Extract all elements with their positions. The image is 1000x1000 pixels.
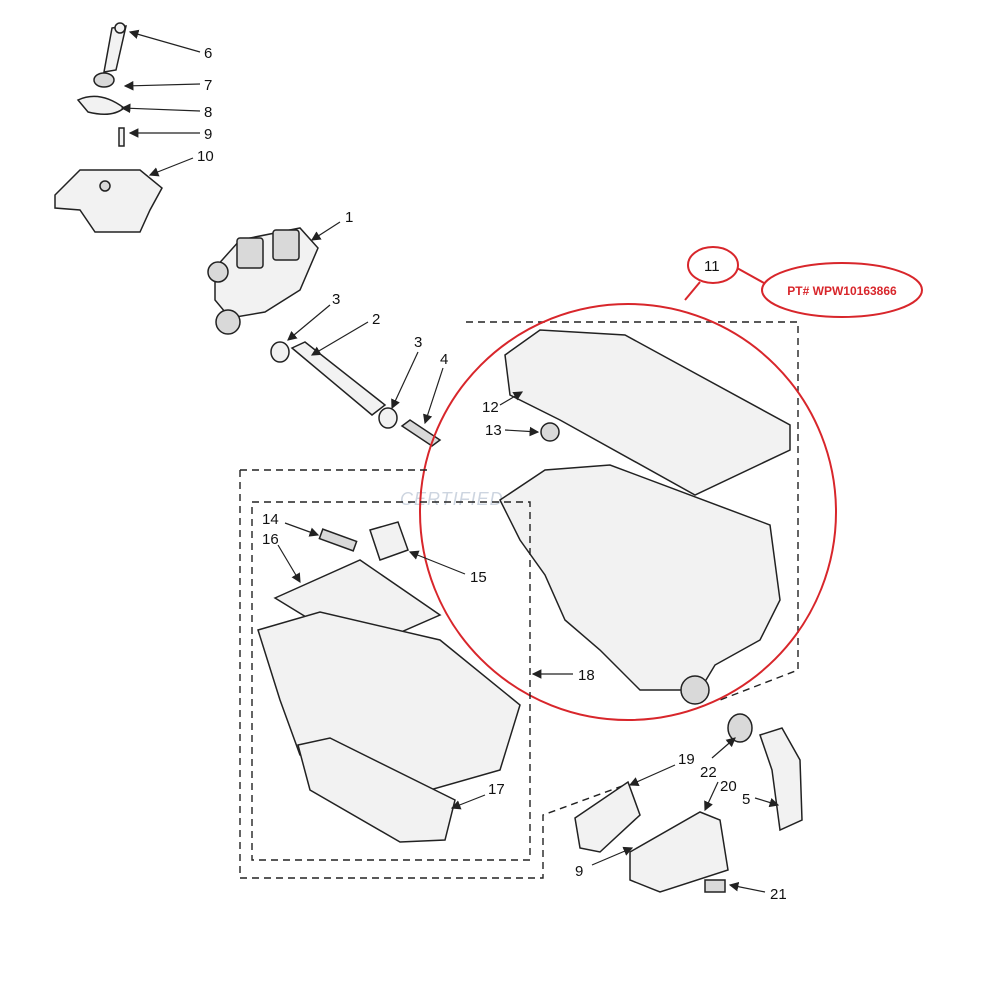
part-15-siphon[interactable] <box>369 521 409 561</box>
callout-5: 5 <box>742 791 750 808</box>
callout-15: 15 <box>470 569 487 586</box>
part-number-badge[interactable] <box>761 262 923 318</box>
dispenser-drawer[interactable] <box>257 521 521 843</box>
part-2-hose[interactable] <box>290 341 387 416</box>
highlight-callout-circle <box>687 246 739 284</box>
part-19-bracket[interactable] <box>574 780 641 853</box>
callout-20: 20 <box>720 778 737 795</box>
callout-16: 16 <box>262 531 279 548</box>
callout-13: 13 <box>485 422 502 439</box>
highlight-callout-number: 11 <box>704 258 720 275</box>
part-number-text: PT# WPW10163866 <box>787 284 897 298</box>
part-9-screw[interactable] <box>118 127 125 147</box>
part-1-valve[interactable] <box>214 227 319 319</box>
callout-3: 3 <box>414 334 422 351</box>
part-13-nozzle[interactable] <box>540 422 560 442</box>
callout-1: 1 <box>345 209 353 226</box>
part-7-bushing[interactable] <box>93 72 115 88</box>
leader-lines <box>120 29 780 893</box>
callout-6: 6 <box>204 45 212 62</box>
housing-cover[interactable] <box>504 329 791 496</box>
callout-7: 7 <box>204 77 212 94</box>
callout-19: 19 <box>678 751 695 768</box>
callout-21: 21 <box>770 886 787 903</box>
part-5-elbow[interactable] <box>759 727 803 832</box>
highlight-circle <box>419 303 837 721</box>
callout-4: 4 <box>440 351 448 368</box>
part-21-tab[interactable] <box>704 879 726 893</box>
lower-right-parts[interactable] <box>574 713 803 893</box>
callout-2: 2 <box>372 311 380 328</box>
callout-9: 9 <box>575 863 583 880</box>
housing-body[interactable] <box>499 464 781 691</box>
callout-labels: 6 7 8 9 10 1 3 2 3 4 12 13 14 16 15 18 1… <box>197 45 787 903</box>
callout-12: 12 <box>482 399 499 416</box>
callout-18: 18 <box>578 667 595 684</box>
hose-parts[interactable] <box>270 341 442 447</box>
water-valve[interactable] <box>207 227 319 335</box>
drawer-body[interactable] <box>257 611 521 791</box>
part-4-fitting[interactable] <box>400 419 442 447</box>
callout-10: 10 <box>197 148 214 165</box>
part-17-handle[interactable] <box>297 737 456 843</box>
part-11-dispenser-housing[interactable] <box>499 329 791 705</box>
part-20-cover[interactable] <box>629 811 729 893</box>
callout-14: 14 <box>262 511 279 528</box>
part-22-ring[interactable] <box>727 713 753 743</box>
callout-22: 22 <box>700 764 717 781</box>
callout-17: 17 <box>488 781 505 798</box>
part-10-actuator[interactable] <box>54 169 163 233</box>
part-14-spring[interactable] <box>318 528 358 552</box>
part-3-clamp-a[interactable] <box>270 341 290 363</box>
part-3-clamp-b[interactable] <box>378 407 398 429</box>
part-8-seal[interactable] <box>76 95 126 115</box>
callout-8: 8 <box>204 104 212 121</box>
callout-9: 9 <box>204 126 212 143</box>
actuator-assembly[interactable] <box>54 22 163 233</box>
callout-3: 3 <box>332 291 340 308</box>
